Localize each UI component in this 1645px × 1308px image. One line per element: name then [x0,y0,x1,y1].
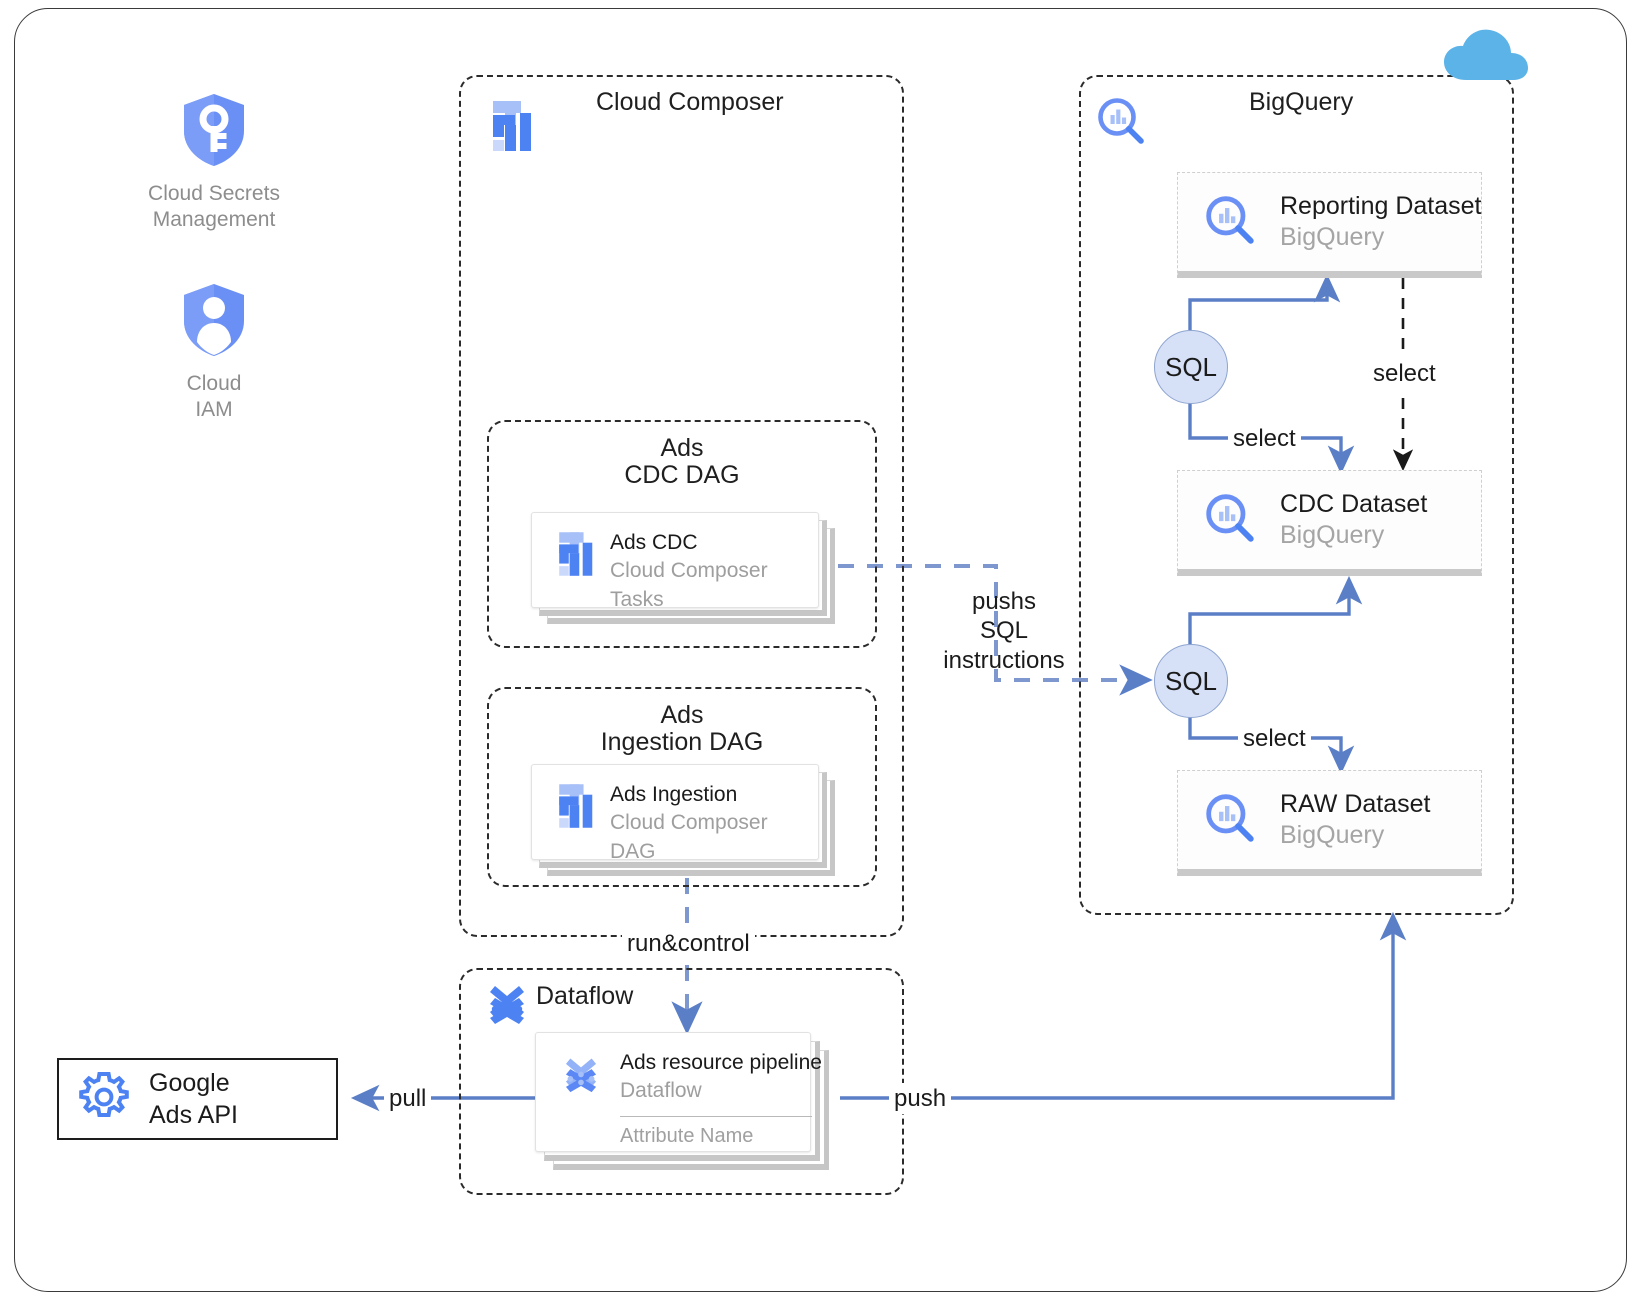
card-ads-cdc[interactable]: Ads CDC Cloud Composer Tasks [531,512,819,611]
group-ads-ingestion-dag [487,687,877,887]
dataset-icon-bigquery [1204,792,1256,849]
gear-icon [79,1071,129,1117]
dataset-title: RAW Dataset [1280,789,1431,818]
card-stack-ads-cdc: Ads CDC Cloud Composer Tasks [531,512,851,632]
dataset-text-block: CDC Dataset BigQuery [1280,489,1427,552]
card-ads-ingestion[interactable]: Ads Ingestion Cloud Composer DAG [531,764,819,863]
ads-cdc-dag-title-line1: Ads [660,434,704,462]
edge-label-select-upper: select [1228,423,1301,455]
card-title: Ads Ingestion [610,783,738,806]
shield-key-icon [184,94,244,166]
dataset-tile-raw[interactable]: RAW Dataset BigQuery [1177,770,1482,876]
card-ads-resource-pipeline[interactable]: Ads resource pipeline Dataflow Attribute… [535,1032,822,1152]
cloud-icon [1444,29,1528,80]
card-subtitle-2: Tasks [610,587,664,611]
edge-label-pull: pull [384,1083,432,1115]
ads-ingestion-dag-title-line2: Ingestion DAG [600,728,764,756]
edge-label-line3: instructions [943,646,1065,674]
card-text-block: Ads Ingestion Cloud Composer DAG [610,765,768,866]
card-stack-ads-ingestion: Ads Ingestion Cloud Composer DAG [531,764,851,884]
dataset-text-block: Reporting Dataset BigQuery [1280,191,1482,254]
cloud-composer-group-icon [487,100,533,157]
bigquery-group-title: BigQuery [1249,88,1354,116]
sql-node-label: SQL [1164,665,1218,696]
sql-node-upper[interactable]: SQL [1154,330,1228,404]
cloud-composer-icon [559,532,593,576]
gear-icon-wrap [77,1070,131,1129]
dataset-icon-bigquery [1204,492,1256,549]
dataset-icon-bigquery [1204,194,1256,251]
bigquery-icon [1206,793,1254,842]
bigquery-cloud-badge [1442,26,1530,87]
sql-node-lower[interactable]: SQL [1154,644,1228,718]
dataflow-icon [490,986,524,1024]
standalone-icon-caption-2: IAM [195,398,233,422]
google-ads-api-label-line2: Ads API [149,1101,238,1129]
dataset-title: Reporting Dataset [1280,191,1482,220]
edge-label-push: push [889,1083,952,1115]
edge-label-line1: pushs [971,588,1037,615]
sql-node-label: SQL [1164,351,1218,382]
card-stack-ads-resource-pipeline: Ads resource pipeline Dataflow Attribute… [535,1032,865,1192]
standalone-icon-caption-2: Management [152,208,276,232]
bigquery-icon [1206,493,1254,542]
card-text-block: Ads resource pipeline Dataflow Attribute… [620,1033,822,1148]
card-divider [620,1115,812,1117]
ads-cdc-dag-title-line2: CDC DAG [624,461,740,489]
group-ads-cdc-dag [487,420,877,648]
card-text-block: Ads CDC Cloud Composer Tasks [610,513,768,614]
card-title: Ads CDC [610,531,698,554]
dataset-tile-reporting[interactable]: Reporting Dataset BigQuery [1177,172,1482,278]
shield-person-icon [184,284,244,356]
card-icon-cloud-composer [554,531,594,582]
card-subtitle-2: DAG [610,839,656,863]
cloud-composer-icon [559,784,593,828]
ads-ingestion-dag-title-line1: Ads [660,701,704,729]
dataset-title: CDC Dataset [1280,489,1428,518]
dataset-tile-cdc[interactable]: CDC Dataset BigQuery [1177,470,1482,576]
bigquery-group-icon [1096,96,1146,151]
dataflow-group-title: Dataflow [536,982,634,1010]
outer-frame [14,8,1627,1292]
edge-label-select-lower: select [1238,723,1311,755]
google-ads-api-box[interactable]: Google Ads API [57,1058,338,1140]
standalone-icon-cloud-iam: Cloud IAM [148,282,280,424]
edge-label-pushs-sql-instructions: pushs SQL instructions [934,586,1074,676]
bigquery-icon [1098,98,1144,144]
edge-label-run-and-control: run&control [622,928,755,960]
group-bigquery [1079,75,1514,915]
edge-label-line2: SQL [979,617,1029,645]
edge-label-select-cdc-from-reporting: select [1368,358,1441,390]
google-ads-api-label-line1: Google [149,1068,230,1097]
dataflow-group-icon [481,982,533,1039]
google-ads-api-label-block: Google Ads API [149,1067,238,1132]
cloud-composer-group-title: Cloud Composer [596,88,784,116]
dataset-text-block: RAW Dataset BigQuery [1280,789,1431,852]
standalone-icon-caption: Cloud Secrets [148,182,280,205]
card-subtitle-1: Cloud Composer [610,811,768,835]
card-icon-dataflow [558,1055,604,1106]
standalone-icon-caption: Cloud [186,372,242,395]
card-attribute: Attribute Name [620,1124,754,1147]
dataset-subtitle: BigQuery [1280,821,1385,849]
dataset-subtitle: BigQuery [1280,223,1385,251]
card-subtitle-1: Cloud Composer [610,559,768,583]
dataflow-icon [565,1058,597,1093]
standalone-icon-cloud-secrets: Cloud Secrets Management [148,92,280,234]
group-dataflow [459,968,904,1195]
bigquery-icon [1206,195,1254,244]
card-title: Ads resource pipeline [620,1051,822,1074]
card-icon-cloud-composer [554,783,594,834]
card-subtitle-1: Dataflow [620,1079,702,1103]
cloud-composer-icon [493,101,531,151]
dataset-subtitle: BigQuery [1280,521,1385,549]
